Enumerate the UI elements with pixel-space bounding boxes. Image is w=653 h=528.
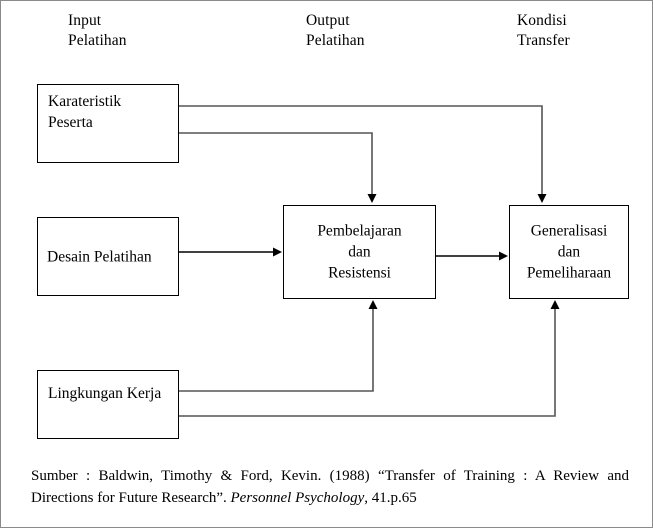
node-generalisasi-dan-pemeliharaan[interactable]: Generalisasi dan Pemeliharaan [509,205,629,299]
column-header-input: Input Pelatihan [68,12,127,49]
edge-desain-to-pembelajaran [179,247,282,257]
caption-journal-title: Personnel Psychology [230,490,365,506]
caption-prefix-text: Sumber : Baldwin, Timothy & Ford, Kevin.… [31,468,629,506]
edge-lingkungan-to-pembelajaran [179,300,378,392]
edge-karateristik-to-generalisasi [179,105,547,203]
node-label-generalisasi-dan-pemeliharaan: Generalisasi dan Pemeliharaan [526,222,612,282]
node-label-pembelajaran-dan-resistensi: Pembelajaran dan Resistensi [317,222,402,282]
column-header-output: Output Pelatihan [306,12,365,49]
node-label-karateristik-peserta: Karateristik Peserta [48,93,122,131]
edge-pembelajaran-to-generalisasi [436,251,508,261]
node-pembelajaran-dan-resistensi[interactable]: Pembelajaran dan Resistensi [283,205,436,299]
source-caption: Sumber : Baldwin, Timothy & Ford, Kevin.… [31,465,629,509]
edge-lingkungan-to-generalisasi [179,300,560,417]
node-karateristik-peserta[interactable]: Karateristik Peserta [37,84,179,163]
edge-karateristik-to-pembelajaran [179,132,377,203]
node-lingkungan-kerja[interactable]: Lingkungan Kerja [37,370,179,439]
node-label-desain-pelatihan: Desain Pelatihan [47,248,152,265]
node-desain-pelatihan[interactable]: Desain Pelatihan [37,217,179,296]
node-label-lingkungan-kerja: Lingkungan Kerja [48,385,162,402]
caption-suffix-text: , 41.p.65 [364,490,417,506]
column-header-kondisi: Kondisi Transfer [517,12,570,49]
